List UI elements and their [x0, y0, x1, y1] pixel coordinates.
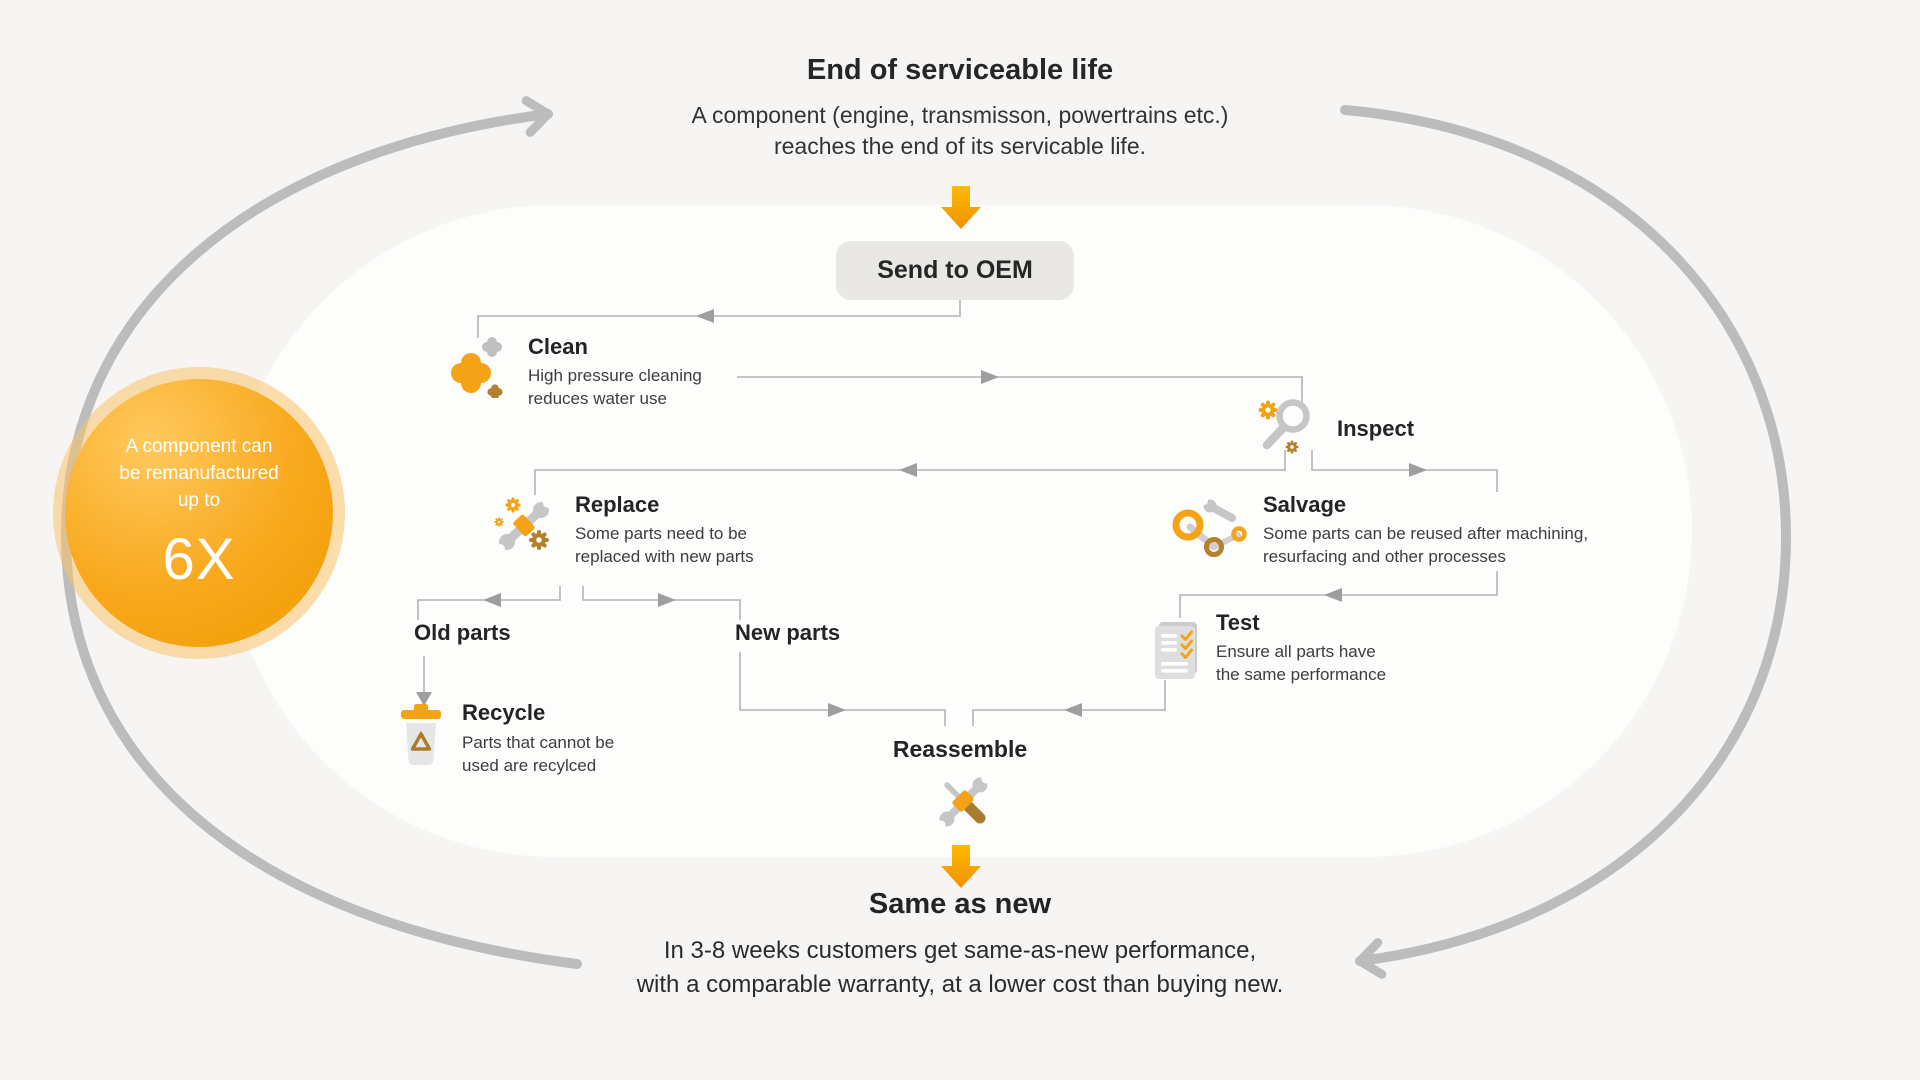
- send-to-oem-button[interactable]: Send to OEM: [836, 241, 1074, 300]
- replace-title: Replace: [575, 492, 660, 517]
- page-subtitle-line1: A component (engine, transmisson, powert…: [691, 102, 1229, 128]
- test-desc: Ensure all parts have the same performan…: [1216, 642, 1387, 684]
- page-subtitle-line2: reaches the end of its servicable life.: [773, 133, 1147, 159]
- badge-text-line3: up to: [177, 490, 221, 511]
- recycle-desc: Parts that cannot be used are recylced: [462, 733, 615, 775]
- recycle-icon: [401, 704, 441, 765]
- clean-icon: [451, 337, 503, 398]
- badge-text-line2: be remanufactured: [119, 463, 279, 484]
- footer-text-line2: with a comparable warranty, at a lower c…: [636, 971, 1284, 998]
- page-title: End of serviceable life: [806, 54, 1114, 86]
- clean-title: Clean: [528, 334, 588, 359]
- badge-value: 6X: [162, 527, 236, 592]
- replace-icon: [494, 497, 553, 554]
- salvage-icon: [1172, 497, 1247, 557]
- replace-desc: Some parts need to be replaced with new …: [575, 524, 754, 566]
- page-subtitle: A component (engine, transmisson, powert…: [460, 100, 1460, 162]
- footer-text: In 3-8 weeks customers get same-as-new p…: [460, 934, 1460, 1002]
- inspect-icon: [1258, 399, 1310, 454]
- new-parts-label: New parts: [735, 620, 841, 645]
- clean-desc: High pressure cleaning reduces water use: [528, 366, 702, 408]
- remanufacture-badge: A component can be remanufactured up to …: [65, 379, 333, 647]
- test-title: Test: [1216, 610, 1260, 635]
- salvage-title: Salvage: [1263, 492, 1347, 517]
- footer-text-line1: In 3-8 weeks customers get same-as-new p…: [663, 937, 1257, 964]
- test-icon: [1155, 622, 1197, 679]
- reassemble-icon: [936, 774, 991, 830]
- recycle-title: Recycle: [462, 700, 546, 725]
- salvage-desc: Some parts can be reused after machining…: [1263, 524, 1589, 566]
- reassemble-title: Reassemble: [892, 736, 1028, 762]
- inspect-title: Inspect: [1337, 416, 1415, 441]
- badge-text-line1: A component can: [125, 436, 273, 457]
- old-parts-label: Old parts: [414, 620, 511, 645]
- footer-title: Same as new: [868, 888, 1052, 920]
- send-to-oem-label: Send to OEM: [877, 256, 1033, 284]
